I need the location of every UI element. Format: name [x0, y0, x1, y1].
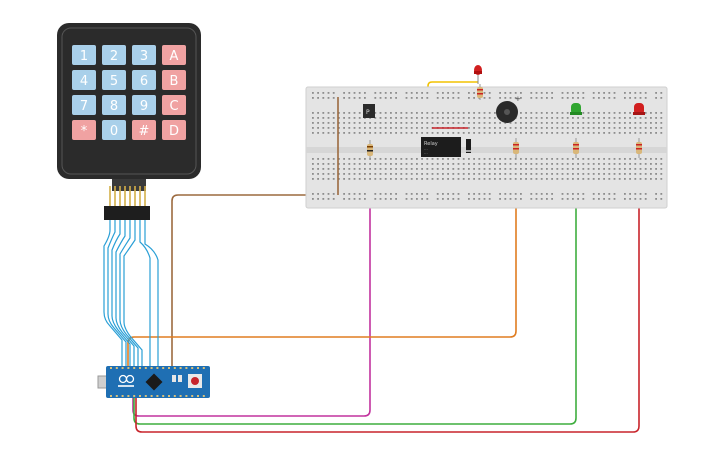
key-1[interactable]: 1	[72, 45, 96, 65]
key-b[interactable]: B	[162, 70, 186, 90]
key-label: 2	[110, 49, 118, 64]
key-label: 1	[80, 49, 88, 64]
key-star[interactable]: *	[72, 120, 96, 140]
led-red-right[interactable]	[633, 103, 645, 115]
key-d[interactable]: D	[162, 120, 186, 140]
key-3[interactable]: 3	[132, 45, 156, 65]
keypad-pin	[134, 186, 136, 206]
key-7[interactable]: 7	[72, 95, 96, 115]
key-label: 9	[140, 99, 148, 114]
resistor-4[interactable]	[636, 138, 642, 158]
key-9[interactable]: 9	[132, 95, 156, 115]
relay-label-2: ...	[424, 146, 428, 151]
key-label: 7	[80, 99, 88, 114]
led-red-top[interactable]	[474, 65, 482, 84]
led-green[interactable]	[570, 103, 582, 115]
relay-label-3: ...	[424, 150, 428, 155]
diode[interactable]	[466, 139, 471, 153]
key-4[interactable]: 4	[72, 70, 96, 90]
arduino-pins	[110, 367, 205, 397]
pushbutton-mark: P	[366, 109, 370, 116]
key-label: 4	[80, 74, 88, 89]
keypad-pin	[139, 186, 141, 206]
key-label: C	[169, 99, 178, 114]
pushbutton[interactable]	[363, 104, 375, 118]
green-wire[interactable]	[133, 180, 577, 425]
key-label: *	[81, 124, 88, 139]
relay-label-1: Relay	[424, 141, 438, 147]
key-label: #	[139, 124, 150, 139]
key-2[interactable]: 2	[102, 45, 126, 65]
arduino-status-leds	[172, 375, 176, 382]
yellow-wire[interactable]	[427, 81, 478, 112]
keypad-connector-tail	[112, 179, 146, 191]
resistor-3[interactable]	[573, 138, 579, 158]
arduino-chip	[145, 373, 163, 391]
key-6[interactable]: 6	[132, 70, 156, 90]
arduino-micro[interactable]	[97, 366, 210, 398]
key-0[interactable]: 0	[102, 120, 126, 140]
key-label: A	[170, 49, 179, 64]
key-8[interactable]: 8	[102, 95, 126, 115]
key-label: 0	[110, 124, 118, 139]
buzzer[interactable]: +	[496, 95, 521, 123]
keypad-pin	[114, 186, 116, 206]
key-5[interactable]: 5	[102, 70, 126, 90]
keypad-header	[104, 206, 150, 220]
keypad-pins	[109, 186, 146, 206]
reset-button[interactable]	[188, 374, 202, 388]
resistor-2[interactable]	[513, 138, 519, 158]
key-label: B	[170, 74, 179, 89]
key-label: 6	[140, 74, 148, 89]
key-c[interactable]: C	[162, 95, 186, 115]
wires	[103, 81, 640, 433]
resistor-1[interactable]	[367, 140, 373, 160]
keypad-pin	[119, 186, 121, 206]
keypad-4x4: 1 2 3 A 4 5 6 B 7 8 9 C * 0 # D	[57, 23, 201, 220]
keypad-pin	[124, 186, 126, 206]
arduino-logo-icon	[118, 374, 135, 384]
keypad-ribbon-wires[interactable]	[103, 220, 159, 368]
key-a[interactable]: A	[162, 45, 186, 65]
key-label: 3	[140, 49, 148, 64]
orange-wire[interactable]	[127, 180, 517, 368]
brown-wire[interactable]	[171, 194, 338, 368]
keypad-pin	[129, 186, 131, 206]
keypad-keys: 1 2 3 A 4 5 6 B 7 8 9 C * 0 # D	[72, 45, 186, 140]
svg-text:+: +	[515, 95, 521, 103]
key-label: D	[169, 124, 179, 139]
red-wire[interactable]	[135, 180, 640, 433]
keypad-pin	[144, 186, 146, 206]
resistor-5[interactable]	[477, 84, 483, 100]
breadboard	[305, 86, 668, 209]
breadboard-holes	[312, 92, 663, 200]
key-label: 8	[110, 99, 118, 114]
relay[interactable]: Relay ... ...	[421, 137, 461, 157]
keypad-pin	[109, 186, 111, 206]
breadboard-components: P	[337, 65, 645, 195]
key-label: 5	[110, 74, 118, 89]
key-hash[interactable]: #	[132, 120, 156, 140]
